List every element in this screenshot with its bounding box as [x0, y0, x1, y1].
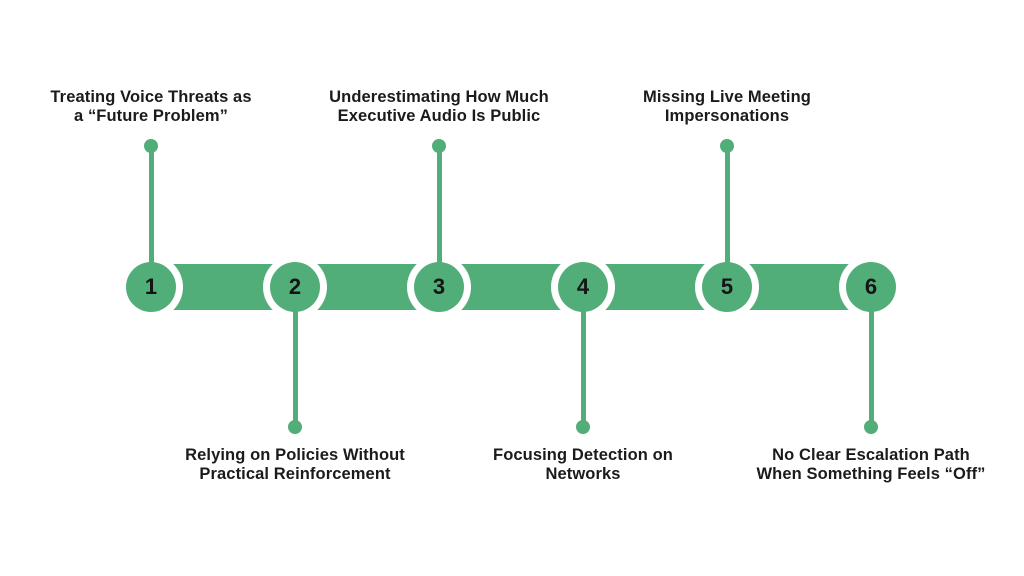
- connector-dot: [288, 420, 302, 434]
- step-label: Treating Voice Threats as a “Future Prob…: [50, 88, 252, 125]
- connector-dot: [144, 139, 158, 153]
- connector-line: [292, 287, 298, 427]
- step-number: 4: [576, 274, 590, 299]
- connector-dot: [720, 139, 734, 153]
- connector-dot: [432, 139, 446, 153]
- step-label: Underestimating How Much Executive Audio…: [329, 88, 549, 125]
- step-label: Relying on Policies Without Practical Re…: [185, 446, 405, 483]
- step-circle: 4: [558, 262, 608, 312]
- connector-line: [436, 146, 442, 287]
- step-circle: 5: [702, 262, 752, 312]
- connector-dot: [576, 420, 590, 434]
- step-number: 5: [720, 274, 734, 299]
- connector-line: [148, 146, 154, 287]
- step-circle: 1: [126, 262, 176, 312]
- connector-line: [724, 146, 730, 287]
- timeline-bar: [151, 264, 871, 310]
- step-circle: 3: [414, 262, 464, 312]
- step-label: Missing Live Meeting Impersonations: [643, 88, 811, 125]
- step-circle: 2: [270, 262, 320, 312]
- step-label: Focusing Detection on Networks: [493, 446, 673, 483]
- step-number: 6: [864, 274, 878, 299]
- connector-line: [580, 287, 586, 427]
- step-circle: 6: [846, 262, 896, 312]
- connector-dot: [864, 420, 878, 434]
- connector-line: [868, 287, 874, 427]
- step-label: No Clear Escalation Path When Something …: [756, 446, 986, 483]
- step-number: 1: [144, 274, 158, 299]
- step-number: 2: [288, 274, 302, 299]
- step-number: 3: [432, 274, 446, 299]
